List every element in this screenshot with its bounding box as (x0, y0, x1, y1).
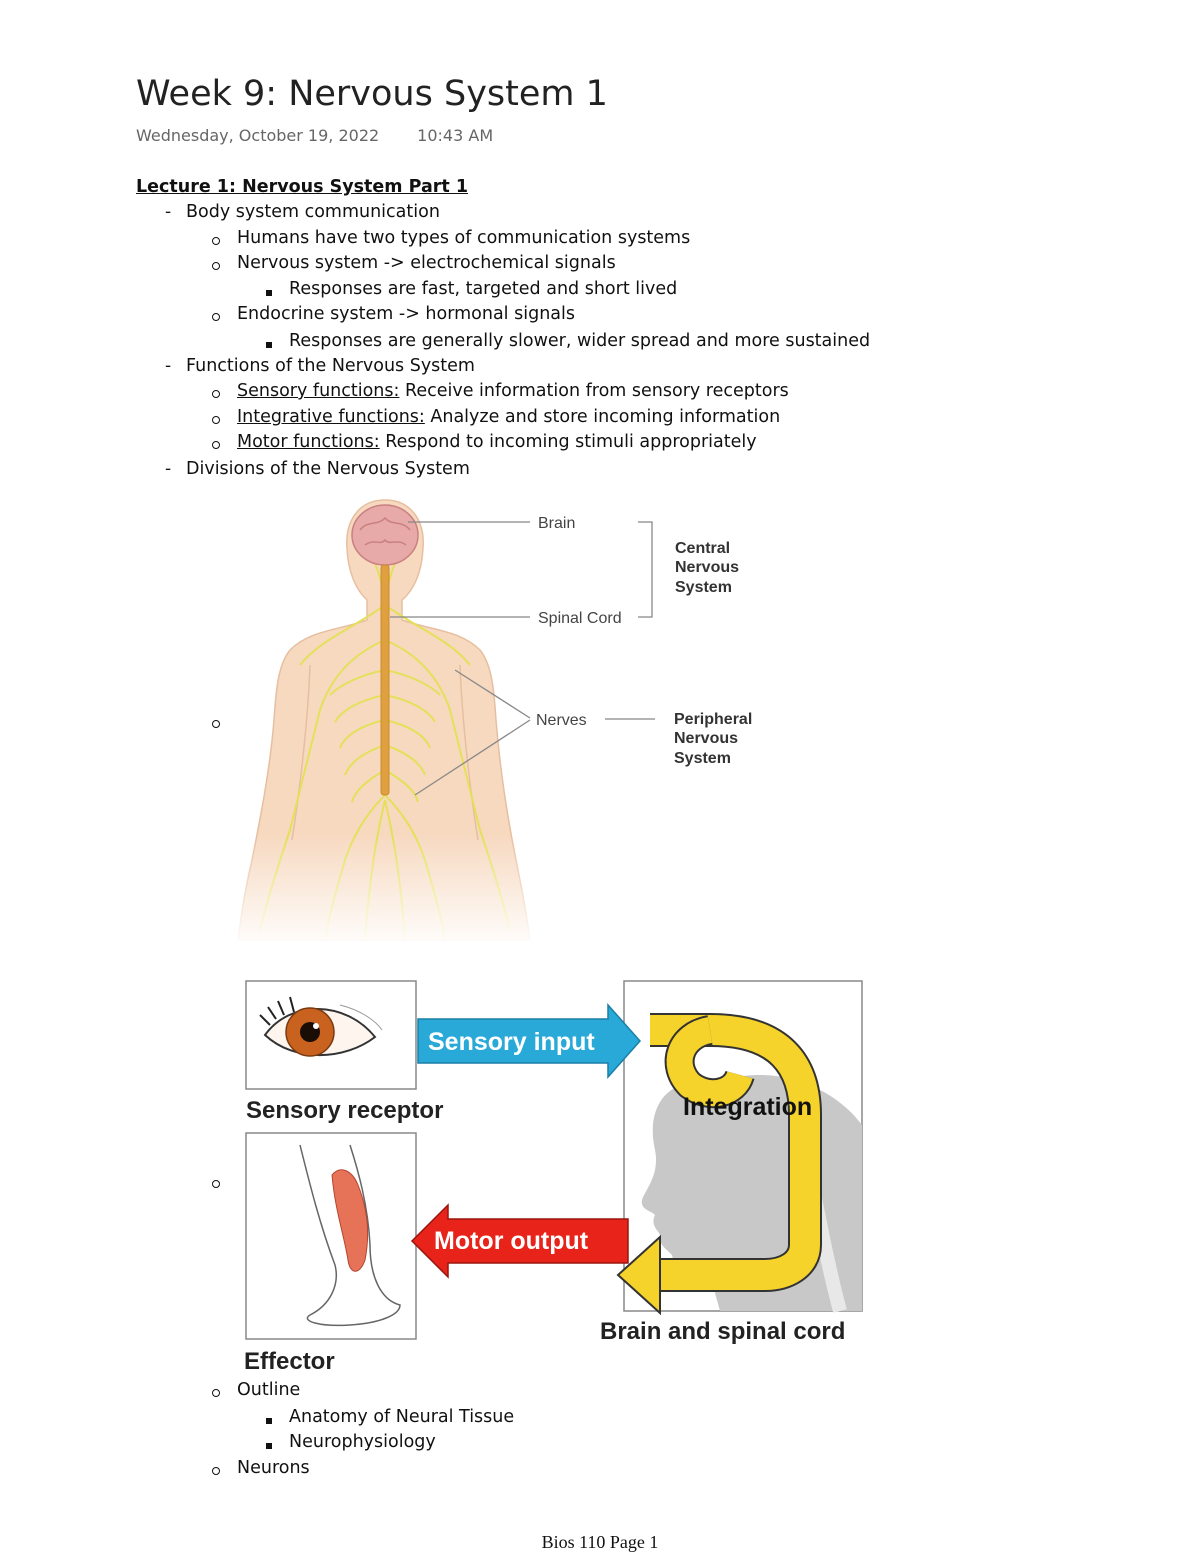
note-nervous-sys: Nervous system -> electrochemical signal… (237, 253, 616, 273)
note-integrative: Integrative functions: Analyze and store… (237, 406, 780, 428)
label-cns-3: System (675, 579, 732, 596)
square-bullet (266, 1433, 272, 1455)
dash-bullet: - (165, 202, 172, 222)
label-brain: Brain (538, 515, 575, 532)
square-bullet (266, 280, 272, 302)
sensory-input-arrow-icon (417, 1003, 642, 1079)
eye-icon (259, 996, 383, 1057)
leg-muscle-icon (299, 1144, 401, 1327)
note-endocrine-sys: Endocrine system -> hormonal signals (237, 304, 575, 324)
page-date: Wednesday, October 19, 2022 (136, 126, 380, 145)
motor-label: Motor functions: (237, 432, 380, 452)
nervous-system-divisions-figure: Brain Spinal Cord Nerves Central Nervous… (230, 490, 752, 950)
note-outline: Outline (237, 1380, 301, 1400)
circle-bullet (212, 305, 220, 327)
label-nerves: Nerves (536, 712, 587, 729)
human-body-icon (230, 490, 550, 950)
page-title: Week 9: Nervous System 1 (136, 74, 608, 114)
circle-bullet (212, 1459, 220, 1481)
motor-text: Respond to incoming stimuli appropriatel… (379, 432, 757, 452)
lecture-heading: Lecture 1: Nervous System Part 1 (136, 177, 469, 197)
label-pns-3: System (674, 750, 731, 767)
motor-output-arrow-icon (410, 1203, 629, 1279)
label-motor-output: Motor output (434, 1227, 589, 1255)
sensory-text: Receive information from sensory recepto… (399, 381, 789, 401)
label-sensory-input: Sensory input (428, 1028, 595, 1056)
circle-bullet (212, 229, 220, 251)
note-neurophys: Neurophysiology (289, 1432, 436, 1452)
note-anatomy: Anatomy of Neural Tissue (289, 1407, 515, 1427)
label-cns-1: Central (675, 540, 730, 557)
note-two-types: Humans have two types of communication s… (237, 228, 691, 248)
label-sensory-receptor: Sensory receptor (246, 1097, 443, 1124)
integration-loop-icon (616, 1013, 822, 1316)
label-pns-2: Nervous (674, 730, 738, 747)
note-divisions: Divisions of the Nervous System (186, 459, 470, 479)
circle-bullet (212, 408, 220, 430)
sensory-label: Sensory functions: (237, 381, 400, 401)
page-meta: Wednesday, October 19, 2022 10:43 AM (136, 126, 493, 145)
page-footer: Bios 110 Page 1 (541, 1532, 659, 1552)
note-nervous-resp: Responses are fast, targeted and short l… (289, 279, 678, 299)
label-pns-1: Peripheral (674, 711, 752, 728)
note-motor: Motor functions: Respond to incoming sti… (237, 431, 757, 453)
dash-bullet: - (165, 356, 172, 376)
circle-bullet (212, 712, 220, 734)
page-time: 10:43 AM (417, 126, 494, 145)
square-bullet (266, 332, 272, 354)
note-endocrine-resp: Responses are generally slower, wider sp… (289, 331, 871, 351)
integrative-label: Integrative functions: (237, 407, 425, 427)
note-functions: Functions of the Nervous System (186, 356, 475, 376)
label-integration: Integration (683, 1093, 812, 1121)
note-body-comm: Body system communication (186, 202, 440, 222)
circle-bullet (212, 254, 220, 276)
circle-bullet (212, 433, 220, 455)
circle-bullet (212, 1381, 220, 1403)
circle-bullet (212, 1172, 220, 1194)
label-effector: Effector (244, 1348, 335, 1375)
square-bullet (266, 1408, 272, 1430)
sensory-motor-flow-figure: Sensory input Integration Motor output S… (244, 980, 863, 1375)
label-cns-2: Nervous (675, 559, 739, 576)
note-sensory: Sensory functions: Receive information f… (237, 380, 789, 402)
label-brain-spinal-cord: Brain and spinal cord (600, 1318, 845, 1345)
circle-bullet (212, 382, 220, 404)
label-spinal-cord: Spinal Cord (538, 610, 622, 627)
note-neurons: Neurons (237, 1458, 310, 1478)
dash-bullet: - (165, 459, 172, 479)
integrative-text: Analyze and store incoming information (424, 407, 781, 427)
